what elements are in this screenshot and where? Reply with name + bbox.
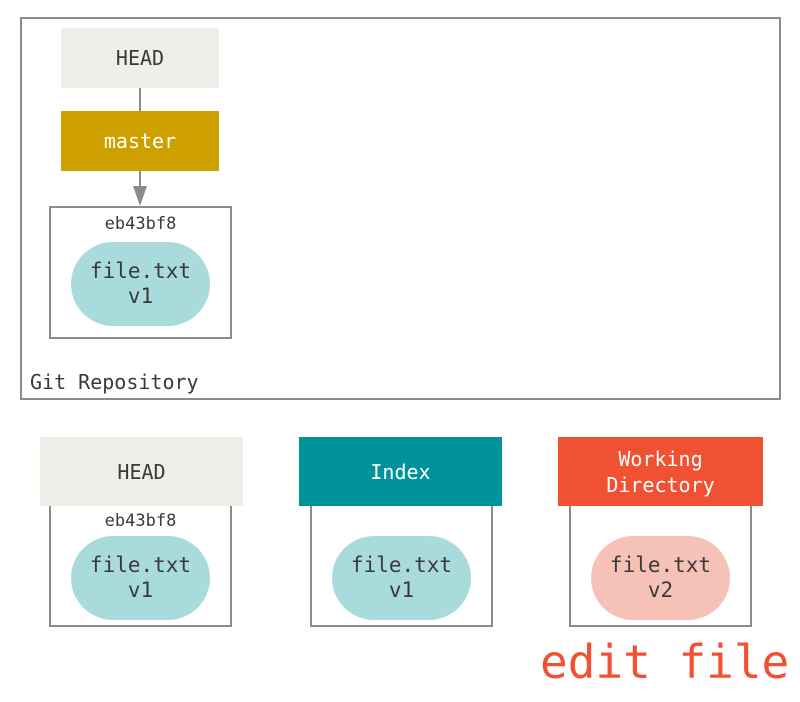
working-directory-tree-frame: file.txt v2 [569,503,752,627]
commit-box: eb43bf8 file.txt v1 [49,206,232,339]
branch-master: master [61,111,219,171]
working-directory-file-blob: file.txt v2 [591,536,730,620]
file-version: v1 [127,578,154,602]
edit-file-annotation: edit file [540,635,790,689]
git-repository-label: Git Repository [30,370,199,394]
file-version: v1 [388,578,415,602]
working-directory-label-line2: Directory [606,472,715,497]
head-tree-label: HEAD [117,459,166,484]
head-tree-file-blob: file.txt v1 [71,536,210,620]
file-name: file.txt [350,553,453,577]
file-name: file.txt [609,553,712,577]
head-pointer: HEAD [61,28,219,88]
branch-label: master [103,129,177,153]
index-tree-frame: file.txt v1 [310,503,493,627]
file-version: v1 [127,284,154,308]
head-tree-frame: eb43bf8 file.txt v1 [49,503,232,627]
commit-hash: eb43bf8 [104,214,177,234]
file-name: file.txt [89,259,192,283]
head-pointer-label: HEAD [115,46,165,70]
index-file-blob: file.txt v1 [332,536,471,620]
file-name: file.txt [89,553,192,577]
index-tree-header: Index [299,437,502,506]
index-tree-label: Index [370,459,431,484]
file-version: v2 [647,578,674,602]
working-directory-tree-header: Working Directory [558,437,763,506]
file-blob: file.txt v1 [71,242,210,326]
head-tree-hash: eb43bf8 [104,511,177,531]
arrow-down-icon [133,186,147,206]
working-directory-label-line1: Working [618,446,703,471]
git-repository-frame [20,17,781,400]
head-tree-header: HEAD [40,437,243,506]
